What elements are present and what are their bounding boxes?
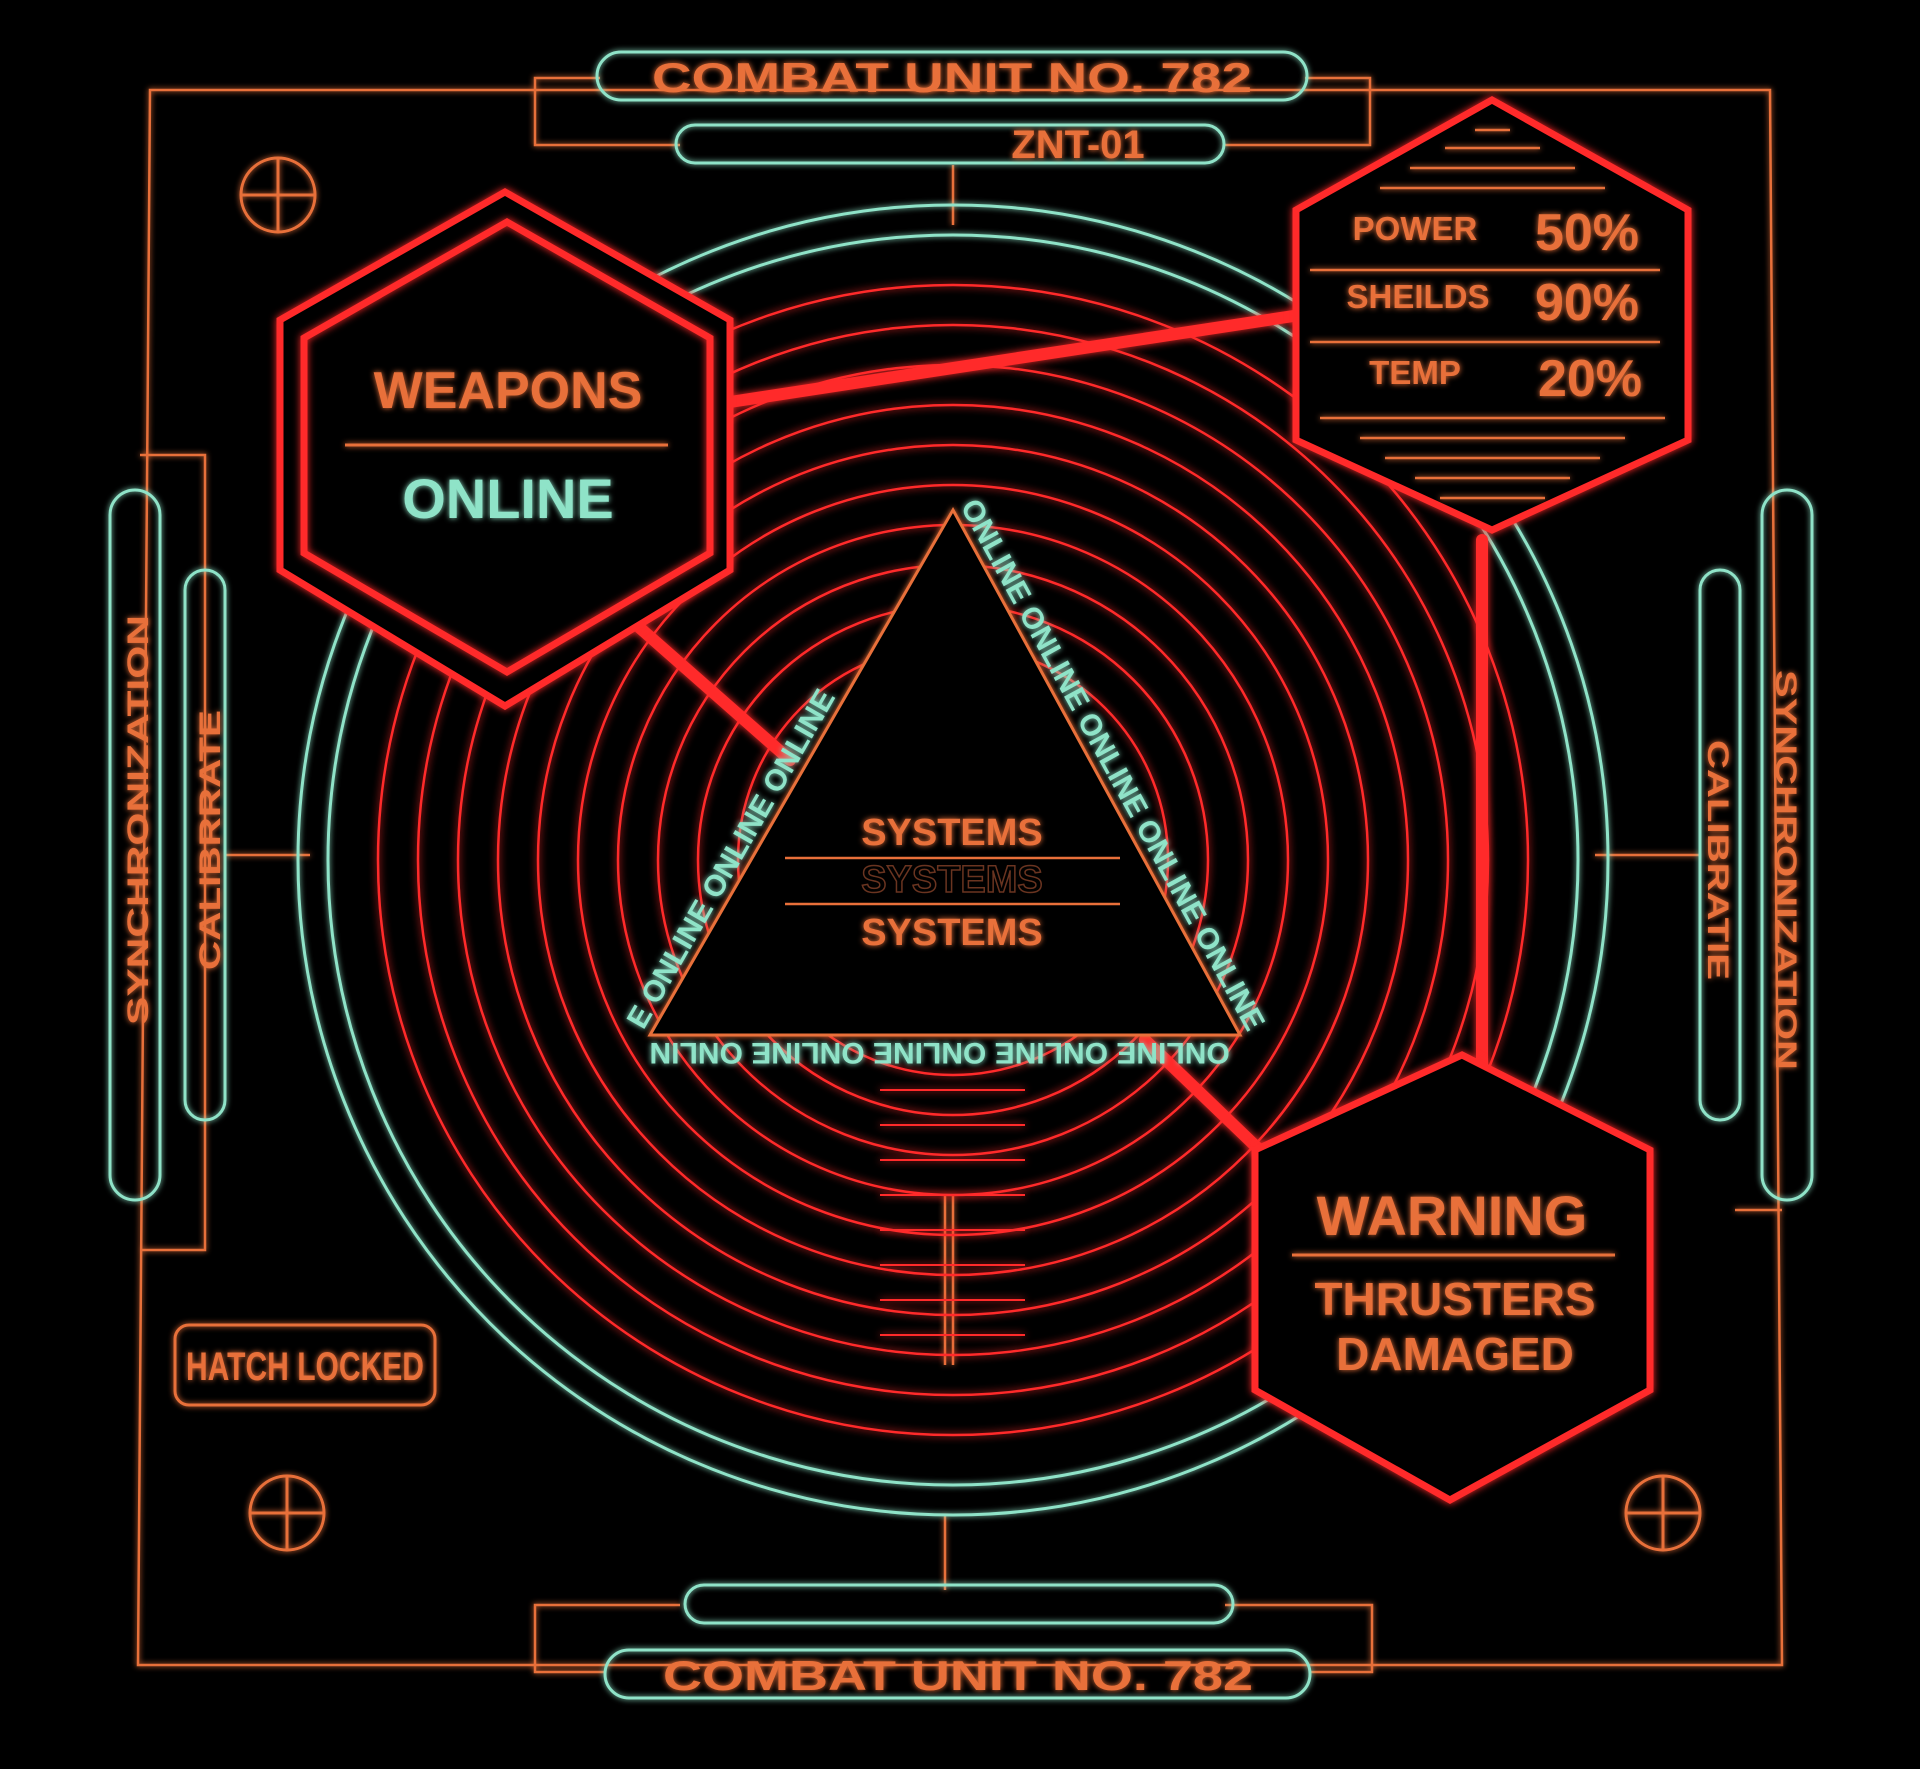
ring-teal (326, 233, 1580, 1487)
power-label: POWER (1353, 210, 1478, 247)
model-code: ZNT-01 (1011, 123, 1144, 167)
left-rail: SYNCHRONIZATION CALIBRRATE (108, 488, 227, 1202)
warning-hex-outer (1251, 1051, 1654, 1505)
crosshair-icon (248, 1474, 326, 1552)
hatch-status: HATCH LOCKED (173, 1323, 437, 1407)
core-label-bottom: SYSTEMS (861, 912, 1043, 954)
crosshair-icon (239, 156, 317, 234)
ring-red (536, 443, 1370, 1277)
right-calibrate-label: CALIBRATIE (1701, 740, 1734, 980)
left-calibrate-label: CALIBRRATE (194, 710, 227, 970)
header: COMBAT UNIT NO. 782 ZNT-01 (595, 50, 1309, 167)
model-code-pill (674, 123, 1226, 165)
footer-unit-title: COMBAT UNIT NO. 782 (663, 1652, 1253, 1699)
ring-teal (296, 203, 1610, 1517)
weapons-title: WEAPONS (374, 362, 643, 420)
right-sync-label: SYNCHRONIZATION (1769, 670, 1802, 1070)
warning-panel: WARNING THRUSTERS DAMAGED (1251, 1051, 1654, 1505)
power-value: 50% (1535, 204, 1639, 262)
weapons-hex-inner (300, 217, 714, 677)
hatch-badge (173, 1323, 437, 1407)
unit-title: COMBAT UNIT NO. 782 (652, 54, 1252, 101)
unit-title-pill (595, 50, 1309, 102)
temp-value: 20% (1538, 350, 1642, 408)
shields-label: SHEILDS (1346, 278, 1489, 315)
warning-title: WARNING (1317, 1184, 1588, 1247)
left-sync-label: SYNCHRONIZATION (122, 615, 155, 1025)
crosshair-icon (1624, 1474, 1702, 1552)
shields-value: 90% (1535, 274, 1639, 332)
left-sync-pill (108, 488, 162, 1202)
warning-line2: DAMAGED (1336, 1328, 1574, 1380)
ring-ticks (880, 1089, 1025, 1336)
footer-unit-pill (603, 1648, 1312, 1700)
connector-beams (634, 309, 1488, 1166)
footer-blank-pill (683, 1583, 1235, 1625)
ring-red (576, 483, 1330, 1237)
weapons-status: ONLINE (402, 467, 614, 530)
ring-red (376, 283, 1530, 1437)
stats-hatch-lines (1310, 128, 1665, 500)
core-label-middle: SYSTEMS (861, 859, 1043, 901)
stats-panel: POWER 50% SHEILDS 90% TEMP 20% (1292, 95, 1692, 534)
left-calibrate-pill (183, 568, 227, 1122)
weapons-hex-outer (276, 187, 734, 711)
right-rail: SYNCHRONIZATION CALIBRATIE (1698, 488, 1814, 1202)
right-sync-pill (1760, 488, 1814, 1202)
weapons-panel: WEAPONS ONLINE (276, 187, 734, 711)
core-label-top: SYSTEMS (861, 812, 1043, 854)
warning-line1: THRUSTERS (1314, 1273, 1595, 1325)
ring-red (496, 403, 1410, 1317)
footer: COMBAT UNIT NO. 782 (603, 1583, 1312, 1700)
outer-frame (136, 76, 1784, 1674)
temp-label: TEMP (1369, 354, 1461, 391)
right-calibrate-pill (1698, 568, 1742, 1122)
stats-hex-outer (1292, 95, 1692, 534)
hatch-label: HATCH LOCKED (186, 1345, 424, 1389)
